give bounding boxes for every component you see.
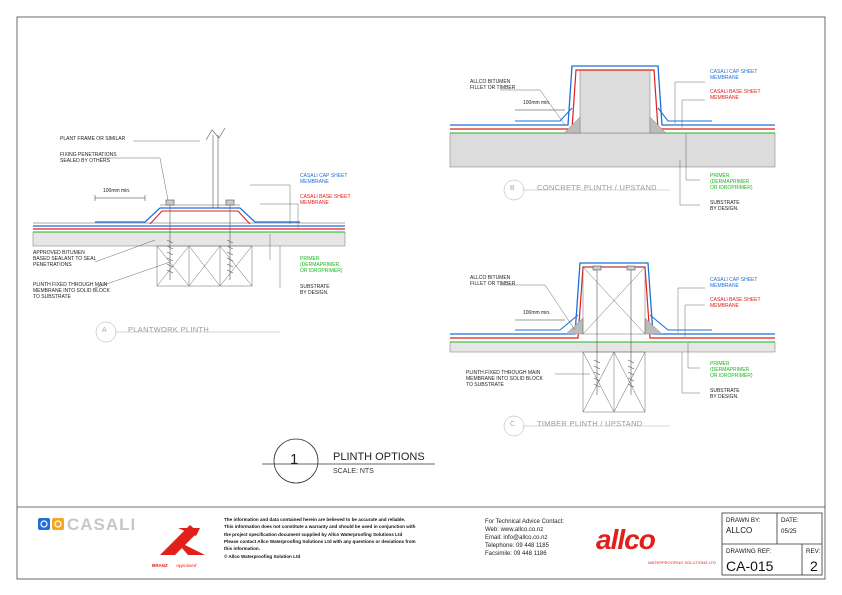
- label-fillet-b: ALLCO BITUMEN FILLET OR TIMBER: [470, 79, 516, 91]
- label-cap-sheet-a: CASALI CAP SHEET MEMBRANE: [300, 173, 348, 185]
- detail-b-caption: CONCRETE PLINTH / UPSTAND: [537, 183, 657, 192]
- detail-c-cap-line: [450, 262, 775, 335]
- allco-wordmark: allco: [596, 524, 656, 555]
- rev-label: REV:: [806, 548, 821, 555]
- detail-a-substrate: [32, 231, 346, 247]
- drawn-by-value: ALLCO: [726, 526, 753, 535]
- rev-value: 2: [810, 558, 818, 574]
- label-dim-b: 100mm min.: [523, 100, 551, 106]
- detail-a-screws: [165, 199, 235, 280]
- detail-a-cap-upstand: [95, 207, 300, 223]
- label-primer-b: PRIMER (DERMAPRIMER OR IDROPRIMER): [710, 173, 753, 191]
- detail-c-substrate: [449, 341, 776, 353]
- drawing-ref-value: CA-015: [726, 558, 774, 574]
- branz-appraised: Appraised: [176, 563, 197, 568]
- drawing-title-mark: [262, 438, 435, 484]
- detail-a-base-upstand: [149, 210, 251, 225]
- detail-b-drawing: [449, 65, 776, 206]
- label-cap-sheet-c: CASALI CAP SHEET MEMBRANE: [710, 277, 758, 289]
- sheet-border: [16, 16, 826, 580]
- label-substrate-c: SUBSTRATE BY DESIGN.: [710, 388, 740, 400]
- detail-c-screws: [592, 265, 636, 395]
- detail-c-timber-plinth: [582, 266, 646, 413]
- detail-b-fillet-left: [563, 116, 581, 134]
- detail-a-letter: A: [102, 327, 107, 334]
- detail-b-concrete-plinth: [579, 69, 651, 134]
- detail-c-leaders: [500, 284, 705, 394]
- allco-logo-icon: [596, 513, 716, 573]
- label-base-sheet-c: CASALI BASE SHEET MEMBRANE: [710, 297, 761, 309]
- detail-c-caption: TIMBER PLINTH / UPSTAND: [537, 419, 643, 428]
- label-plinth-fixed-a: PLINTH FIXED THROUGH MAIN MEMBRANE INTO …: [33, 282, 110, 300]
- detail-b-base-line: [450, 69, 775, 130]
- allco-subtitle: WATERPROOFING SOLUTIONS LTD: [648, 560, 716, 565]
- detail-a-break-mark: [205, 127, 226, 141]
- label-plinth-fixed-c: PLINTH FIXED THROUGH MAIN MEMBRANE INTO …: [466, 370, 543, 388]
- label-substrate-b: SUBSTRATE BY DESIGN.: [710, 200, 740, 212]
- titleblock-grid: [721, 512, 823, 576]
- detail-a-drawing: [32, 127, 346, 343]
- detail-b-cap-line: [450, 65, 775, 126]
- branz-wordmark: BRANZ: [152, 563, 168, 568]
- detail-b-fillet-right: [649, 116, 667, 134]
- label-fixing-penetrations: FIXING PENETRATIONS SEALED BY OTHERS: [60, 152, 117, 164]
- label-dim-c: 100mm min.: [523, 310, 551, 316]
- title-number: 1: [290, 451, 299, 468]
- branz-logo-icon: [160, 525, 205, 555]
- drawing-ref-label: DRAWING REF:: [726, 548, 772, 555]
- casali-logo-icon: [38, 518, 64, 530]
- label-base-sheet-b: CASALI BASE SHEET MEMBRANE: [710, 89, 761, 101]
- casali-wordmark: CASALI: [67, 515, 137, 534]
- detail-a-caption: PLANTWORK PLINTH: [128, 325, 210, 334]
- label-substrate-a: SUBSTRATE BY DESIGN.: [300, 284, 330, 296]
- drawn-by-label: DRAWN BY:: [726, 517, 761, 524]
- label-primer-a: PRIMER (DERMAPRIMER OR IDROPRIMER): [300, 256, 343, 274]
- drawing-scale: SCALE: NTS: [333, 468, 374, 475]
- contact-text: For Technical Advice Contact: Web: www.a…: [485, 519, 564, 558]
- label-sealant: APPROVED BITUMEN BASED SEALANT TO SEAL P…: [33, 250, 97, 268]
- drawing-title: PLINTH OPTIONS: [333, 451, 425, 463]
- label-primer-c: PRIMER (DERMAPRIMER OR IDROPRIMER): [710, 361, 753, 379]
- detail-c-drawing: [449, 262, 776, 437]
- date-value: 05/25: [781, 528, 797, 535]
- disclaimer-text: The information and data contained herei…: [224, 517, 416, 559]
- label-plant-frame: PLANT FRAME OR SIMILAR: [60, 136, 126, 142]
- detail-b-leaders: [500, 81, 705, 206]
- date-label: DATE:: [781, 517, 799, 524]
- detail-a-blocks: [156, 245, 253, 287]
- detail-c-letter: C: [510, 421, 516, 428]
- detail-b-substrate: [449, 132, 776, 168]
- label-base-sheet-a: CASALI BASE SHEET MEMBRANE: [300, 194, 351, 206]
- label-cap-sheet-b: CASALI CAP SHEET MEMBRANE: [710, 69, 758, 81]
- detail-a-leaders: [94, 140, 299, 289]
- label-fillet-c: ALLCO BITUMEN FILLET OR TIMBER: [470, 275, 516, 287]
- detail-b-letter: B: [510, 185, 515, 192]
- label-dim-a: 100mm min.: [103, 188, 131, 194]
